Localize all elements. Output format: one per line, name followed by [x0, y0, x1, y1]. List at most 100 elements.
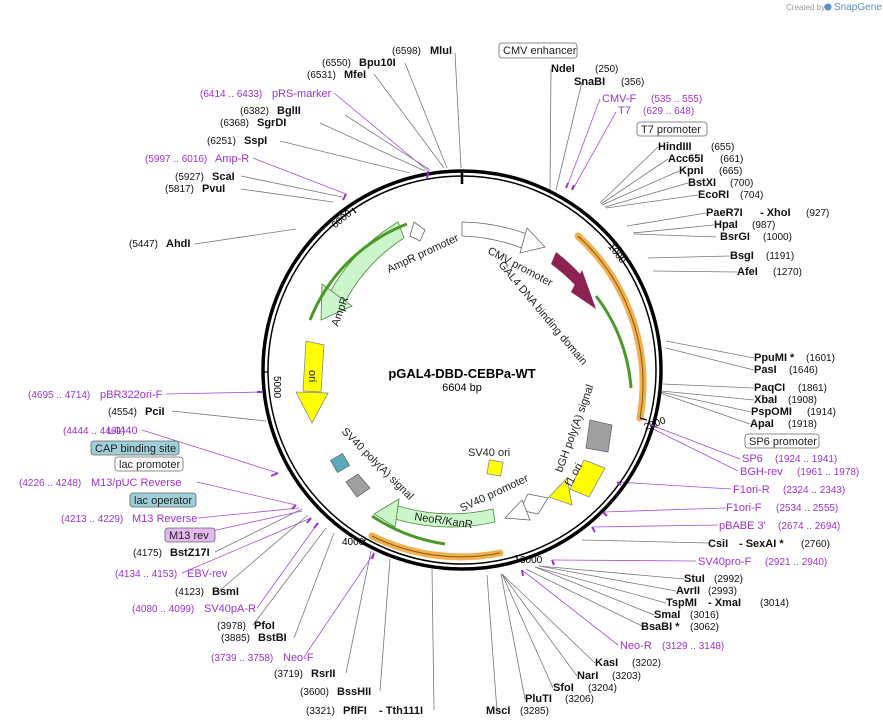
primer-pos: (3129 .. 3148)	[662, 641, 724, 652]
enzyme-pos: (3016)	[690, 610, 719, 621]
tick-label-3000: 3000	[520, 555, 543, 566]
sp6-promoter-label: SP6 promoter	[749, 436, 817, 448]
sv40-promoter-arrow-head	[504, 499, 531, 521]
enzyme-name: HpaI	[714, 219, 738, 231]
enzyme-pos: (6251)	[207, 136, 236, 147]
enzyme-pos: (1646)	[789, 365, 818, 376]
m13rev-label: M13 rev	[169, 530, 209, 542]
ampr-promoter-arrow	[409, 221, 426, 242]
primer-name: Amp-R	[215, 153, 249, 165]
enzyme-name: NdeI	[551, 63, 575, 75]
enzyme-pos: (5817)	[165, 184, 194, 195]
enzyme-name: MscI	[486, 705, 510, 717]
enzyme-name: BstBI	[258, 632, 287, 644]
enzyme-pos: (3014)	[760, 598, 789, 609]
enzyme-pos: (1000)	[763, 232, 792, 243]
primer-name: T7	[618, 105, 631, 117]
enzyme-pos: (6531)	[307, 70, 336, 81]
primer-pos: (4226 .. 4248)	[19, 478, 81, 489]
enzyme-pos: (2992)	[714, 574, 743, 585]
enzyme-name: HindIII	[658, 141, 692, 153]
primer-name: Neo-R	[620, 640, 652, 652]
enzyme-name: RsrII	[311, 668, 335, 680]
enzyme-name: AhdI	[166, 238, 190, 250]
enzyme-pos: (5447)	[129, 239, 158, 250]
right-primer-labels: CMV-F (535 .. 555) T7 (629 .. 648) SP6 (…	[602, 93, 859, 652]
f1-ori-arrow	[569, 459, 606, 498]
enzyme-pos: (5927)	[175, 172, 204, 183]
enzyme-pos: (6382)	[240, 106, 269, 117]
gal4-arrow-head	[571, 270, 596, 309]
primer-pos: (5997 .. 6016)	[145, 154, 207, 165]
enzyme-name: BglII	[277, 105, 301, 117]
primer-ticks	[257, 170, 658, 577]
primer-pos: (535 .. 555)	[651, 94, 702, 105]
primer-name: SV40pA-R	[204, 603, 256, 615]
sp6-promoter-box	[744, 433, 820, 449]
enzyme-name: KpnI	[679, 165, 703, 177]
enzyme-name: EcoRI	[698, 189, 729, 201]
primer-pos: (4134 .. 4153)	[115, 569, 177, 580]
ori-arrow-head	[295, 391, 329, 424]
tick-label-5000: 5000	[271, 376, 282, 399]
enzyme-name: AvrII	[676, 585, 700, 597]
primer-name: EBV-rev	[187, 568, 228, 580]
gal4-arrow	[551, 252, 582, 285]
cap-binding-box	[90, 440, 180, 456]
feature-label-ori: ori	[306, 370, 318, 382]
enzyme-pos: (987)	[752, 220, 775, 231]
enzyme-pos: (3885)	[221, 633, 250, 644]
enzyme-name-extra: - SexAI *	[739, 538, 784, 550]
enzyme-name: TspMI	[666, 597, 697, 609]
enzyme-pos: (250)	[595, 64, 618, 75]
primer-name: pRS-marker	[272, 88, 332, 100]
enzyme-pos: (6550)	[322, 58, 351, 69]
enzyme-pos: (3600)	[300, 687, 329, 698]
enzyme-pos: (4554)	[108, 407, 137, 418]
enzyme-name: KasI	[595, 657, 618, 669]
enzyme-pos: (1918)	[788, 419, 817, 430]
enzyme-pos: (2993)	[708, 586, 737, 597]
primer-name: CMV-F	[602, 93, 637, 105]
lac-operator-box	[129, 492, 197, 508]
enzyme-pos: (1270)	[773, 267, 802, 278]
orf-arcs	[308, 222, 647, 561]
enzyme-name: SnaBI	[574, 76, 605, 88]
enzyme-pos: (3204)	[588, 683, 617, 694]
enzyme-pos: (3321)	[306, 706, 335, 717]
boxed-labels: CMV enhancer T7 promoter SP6 promoter CA…	[90, 42, 820, 543]
enzyme-pos: (4123)	[175, 587, 204, 598]
created-by-text: Created by	[786, 3, 825, 12]
enzyme-pos: (3285)	[520, 706, 549, 717]
enzyme-pos: (1861)	[798, 383, 827, 394]
bgh-polya-block	[585, 419, 613, 453]
ori-arrow	[302, 340, 325, 393]
right-enzyme-labels: NdeI (250) SnaBI (356) HindIII (655) Acc…	[486, 63, 836, 717]
enzyme-name: ApaI	[750, 418, 774, 430]
t7-promoter-label: T7 promoter	[641, 124, 701, 136]
ampr-arrow-head	[320, 283, 353, 321]
plasmid-name: pGAL4-DBD-CEBPa-WT	[388, 366, 535, 381]
enzyme-name: Bpu10I	[359, 57, 396, 69]
enzyme-pos: (3203)	[612, 671, 641, 682]
sv40-ori-block	[486, 459, 504, 477]
enzyme-name: XbaI	[754, 394, 777, 406]
enzyme-name: StuI	[684, 573, 705, 585]
enzyme-name: MluI	[430, 45, 452, 57]
primer-name: F1ori-F	[726, 502, 762, 514]
enzyme-name: NarI	[577, 670, 598, 682]
enzyme-name: BssHII	[337, 686, 371, 698]
enzyme-name: BstXI	[688, 177, 716, 189]
primer-pos: (4080 .. 4099)	[132, 604, 194, 615]
enzyme-pos: (6368)	[220, 118, 249, 129]
primer-pos: (2324 .. 2343)	[783, 485, 845, 496]
enzyme-name: SspI	[244, 135, 267, 147]
enzyme-name: CsiI	[708, 538, 728, 550]
f1-ori-arrow-head	[548, 477, 573, 506]
lac-promoter-box	[114, 456, 184, 472]
primer-pos: (2921 .. 2940)	[765, 557, 827, 568]
lac-operator-label: lac operator	[134, 495, 192, 507]
enzyme-name: AfeI	[737, 266, 758, 278]
enzyme-name: PspOMI	[751, 406, 792, 418]
primer-pos: (1961 .. 1978)	[797, 467, 859, 478]
